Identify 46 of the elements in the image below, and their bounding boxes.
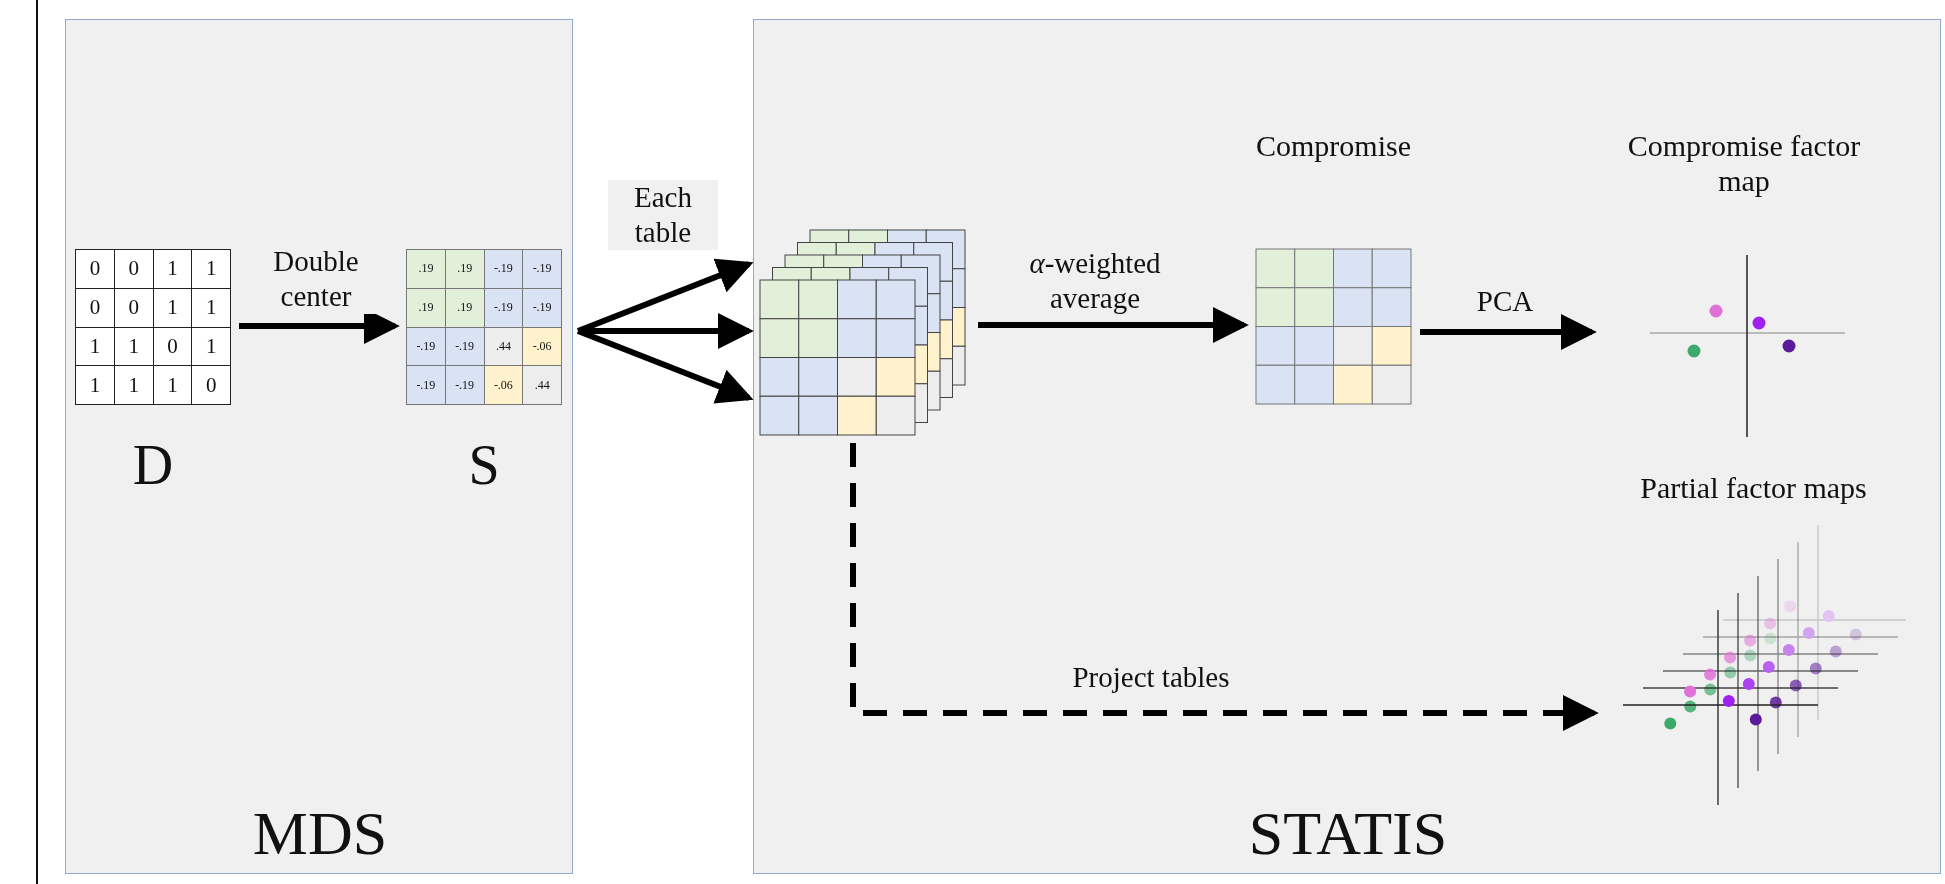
matrix-cell: -.19 [483, 287, 524, 328]
matrix-cell: 1 [152, 287, 193, 328]
node-heading: Compromise factor map [1626, 129, 1862, 198]
edge-label: Each table [608, 180, 718, 250]
arrow [978, 307, 1249, 343]
node-heading: Compromise [1255, 129, 1412, 164]
matrix-cell: 1 [191, 287, 231, 328]
matrix-cell: .44 [522, 365, 562, 405]
matrix-cell: -.19 [444, 365, 485, 405]
matrix-cell: -.19 [483, 249, 524, 289]
matrix-cell: 1 [191, 249, 231, 289]
matrix-cell: 0 [75, 287, 115, 328]
matrix-cell: -.19 [406, 326, 446, 367]
matrix-cell: 0 [113, 249, 154, 289]
matrix-cell: -.06 [483, 365, 524, 405]
matrix-cell: .19 [444, 287, 485, 328]
matrix-cell: -.19 [406, 365, 446, 405]
matrix-cell: -.19 [522, 249, 562, 289]
matrix-cell: .19 [406, 287, 446, 328]
matrix-cell: -.19 [444, 326, 485, 367]
mds-panel [65, 19, 573, 874]
matrix-cell: .19 [444, 249, 485, 289]
panel-title: STATIS [1247, 797, 1449, 869]
matrix-cell: 0 [75, 249, 115, 289]
matrix-cell: 1 [113, 326, 154, 367]
arrow [1420, 314, 1597, 350]
arrow [850, 443, 1599, 731]
matrix-cell: 1 [113, 365, 154, 405]
matrix-cell: .19 [406, 249, 446, 289]
matrix-cell: 1 [152, 249, 193, 289]
matrix-cell: 1 [191, 326, 231, 367]
arrow [576, 328, 754, 404]
node-heading: S [467, 432, 501, 497]
statis-panel [753, 19, 1941, 874]
matrix-cell: -.19 [522, 287, 562, 328]
matrix-cell: 1 [75, 326, 115, 367]
matrix-cell: -.06 [522, 326, 562, 367]
panel-title: MDS [251, 797, 389, 869]
matrix-cell: 1 [152, 365, 193, 405]
node-heading: D [131, 432, 175, 497]
matrix-cell: 0 [113, 287, 154, 328]
matrix-cell: 1 [75, 365, 115, 405]
node-heading: Partial factor maps [1639, 471, 1868, 506]
matrix-cell: 0 [191, 365, 231, 405]
matrix-cell: 0 [152, 326, 193, 367]
arrow [578, 313, 754, 349]
